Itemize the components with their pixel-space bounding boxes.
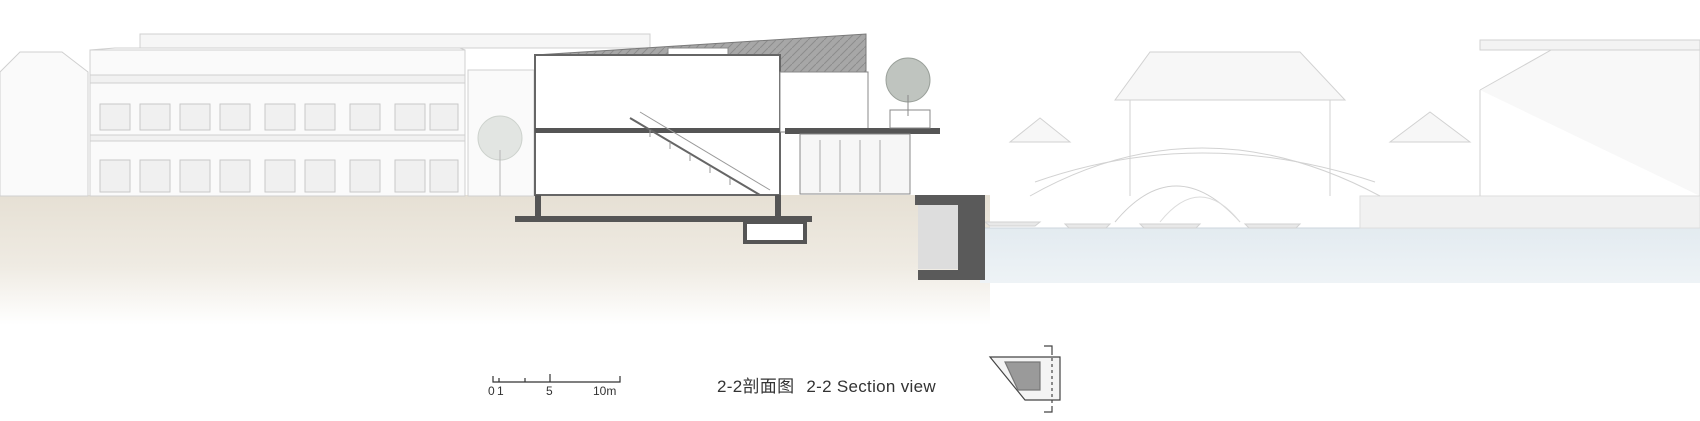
scale-bar (492, 374, 621, 383)
scale-tick-5: 5 (546, 384, 553, 398)
context-buildings-left (0, 33, 651, 197)
context-bridge-right (983, 39, 1700, 229)
caption-cn: 2-2剖面图 (717, 377, 795, 396)
ground-band (0, 195, 990, 325)
scale-tick-10m: 10m (593, 384, 617, 398)
scale-tick-0: 0 (488, 384, 495, 398)
caption-en: 2-2 Section view (806, 377, 936, 396)
building-section (515, 33, 985, 280)
section-caption: 2-2剖面图 2-2 Section view (717, 372, 936, 397)
key-plan-icon (988, 345, 1061, 413)
canal-water (980, 195, 1700, 283)
scale-tick-1: 1 (497, 384, 504, 398)
